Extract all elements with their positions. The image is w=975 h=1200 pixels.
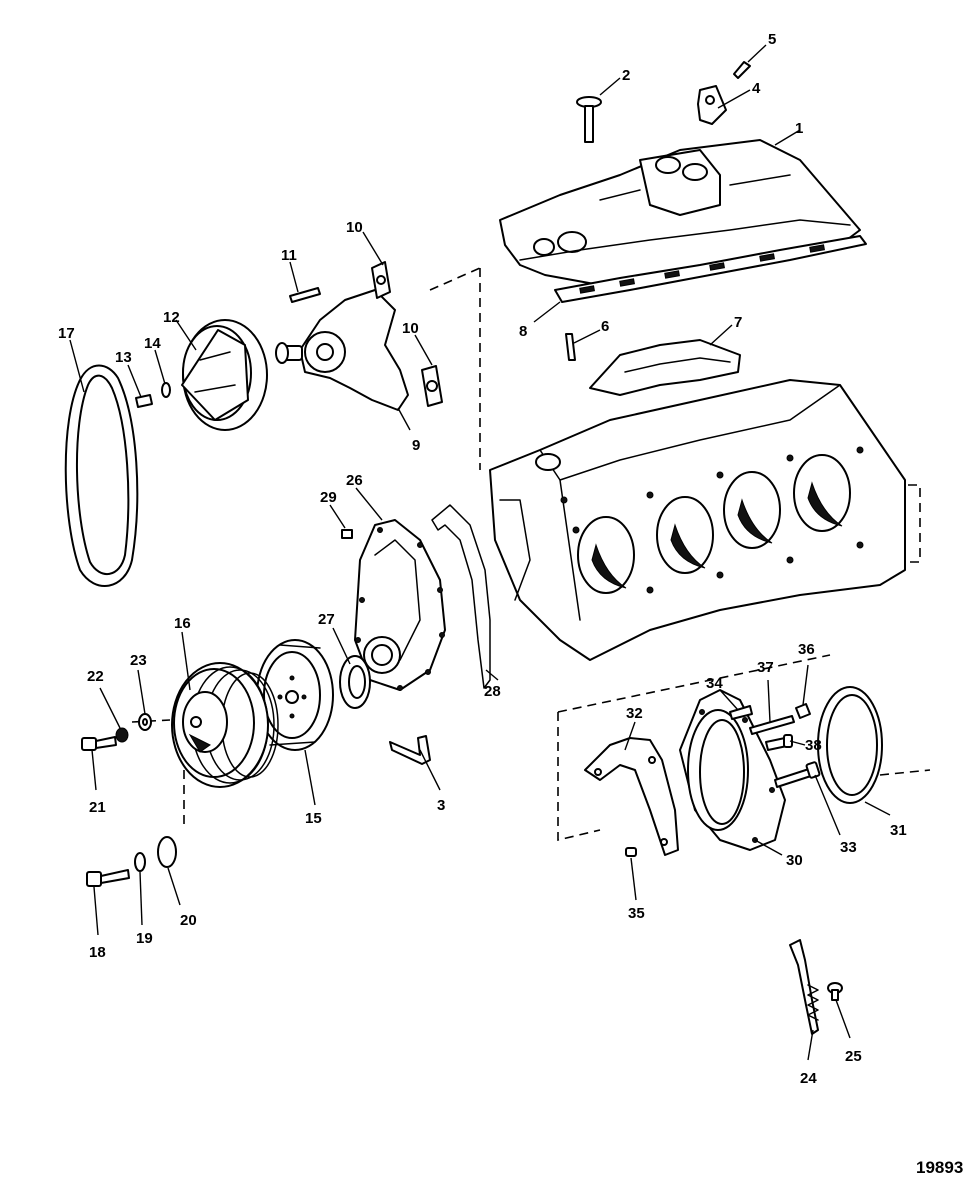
washer-20 <box>157 836 177 868</box>
callout-21: 21 <box>89 799 106 816</box>
callout-25: 25 <box>845 1048 862 1065</box>
manifold-bolt <box>576 96 602 143</box>
figure-number: 19893 <box>916 1158 963 1177</box>
stud <box>565 333 576 361</box>
drive-belt <box>64 364 139 587</box>
nut-36 <box>795 703 811 719</box>
callout-numbers: 1 2 3 4 5 6 7 8 9 10 10 11 12 13 14 15 1… <box>58 31 907 1087</box>
callout-16: 16 <box>174 615 191 632</box>
timing-cover-gasket <box>431 504 491 689</box>
washer-19 <box>134 852 146 872</box>
pulley-bolt <box>135 394 153 408</box>
lifting-bracket <box>697 85 727 125</box>
callout-18: 18 <box>89 944 106 961</box>
callout-9: 9 <box>412 437 420 454</box>
dipstick-bracket <box>789 939 819 1035</box>
timing-cover-bolt <box>341 529 353 539</box>
leader-lines <box>69 44 891 1061</box>
callout-19: 19 <box>136 930 153 947</box>
callout-7: 7 <box>734 314 742 331</box>
screw-25 <box>827 982 843 1001</box>
water-pump <box>275 289 409 411</box>
washer-23 <box>138 713 152 731</box>
rear-seal-housing <box>679 689 786 851</box>
callout-33: 33 <box>840 839 857 856</box>
callout-34: 34 <box>706 675 723 692</box>
callout-23: 23 <box>130 652 147 669</box>
bracket-screw <box>733 61 751 79</box>
callout-17: 17 <box>58 325 75 342</box>
callout-15: 15 <box>305 810 322 827</box>
callout-24: 24 <box>800 1070 817 1087</box>
callout-12: 12 <box>163 309 180 326</box>
callout-22: 22 <box>87 668 104 685</box>
callout-6: 6 <box>601 318 609 335</box>
callout-28: 28 <box>484 683 501 700</box>
crankshaft-pulley <box>171 662 279 788</box>
seal-housing-gasket <box>584 737 679 856</box>
callout-38: 38 <box>805 737 822 754</box>
callout-20: 20 <box>180 912 197 929</box>
pulley-washer <box>161 382 171 398</box>
screw-38 <box>765 734 793 751</box>
callout-8: 8 <box>519 323 527 340</box>
water-pump-pulley <box>181 319 268 431</box>
water-pump-gasket-lower <box>421 365 443 407</box>
bolt-18 <box>86 869 130 887</box>
callout-3: 3 <box>437 797 445 814</box>
timing-bracket <box>389 735 431 765</box>
timing-cover <box>354 519 446 691</box>
callout-31: 31 <box>890 822 907 839</box>
callout-10a: 10 <box>346 219 363 236</box>
callout-14: 14 <box>144 335 161 352</box>
heat-shield <box>589 339 741 396</box>
callout-26: 26 <box>346 472 363 489</box>
nut-22 <box>115 727 129 743</box>
manifold-gasket <box>554 235 867 303</box>
dowel-pin <box>625 847 637 857</box>
water-pump-gasket-upper <box>371 261 391 299</box>
callout-27: 27 <box>318 611 335 628</box>
callout-4: 4 <box>752 80 761 97</box>
callout-11: 11 <box>281 247 297 264</box>
stud-37 <box>749 715 795 735</box>
callout-35: 35 <box>628 905 645 922</box>
bolt-33 <box>774 761 821 788</box>
callout-1: 1 <box>795 120 803 137</box>
pulley-bolt-21 <box>81 736 117 751</box>
callout-32: 32 <box>626 705 643 722</box>
engine-block <box>489 379 906 661</box>
callout-37: 37 <box>757 659 774 676</box>
callout-2: 2 <box>622 67 630 84</box>
intake-manifold <box>499 139 861 286</box>
bolt-34 <box>729 705 753 720</box>
water-pump-bolt <box>289 287 321 303</box>
callout-36: 36 <box>798 641 815 658</box>
oil-seal <box>339 655 371 709</box>
callout-29: 29 <box>320 489 337 506</box>
callout-10b: 10 <box>402 320 419 337</box>
rear-main-seal <box>817 686 883 804</box>
callout-30: 30 <box>786 852 803 869</box>
callout-13: 13 <box>115 349 132 366</box>
callout-5: 5 <box>768 31 776 48</box>
harmonic-balancer <box>256 639 334 751</box>
